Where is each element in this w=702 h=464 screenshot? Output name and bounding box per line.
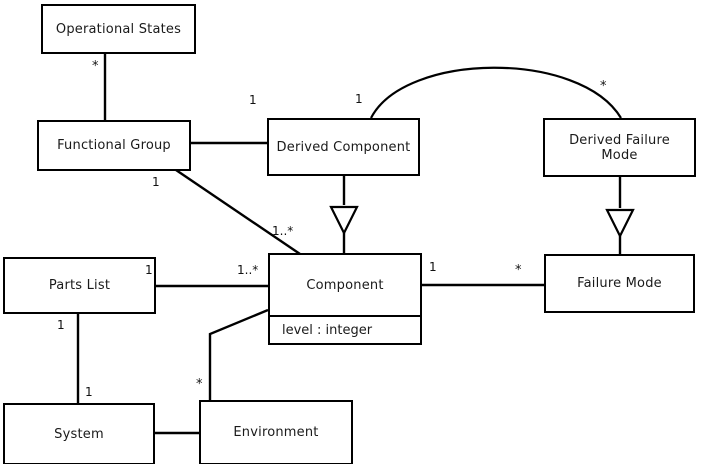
class-box-environment[interactable]: Environment [199, 400, 353, 464]
multiplicity-functional-group-component: 1 [152, 175, 160, 189]
multiplicity-component-failure-mode: 1 [429, 260, 437, 274]
generalization-triangle-failure-mode [605, 208, 635, 239]
class-name-operational-states: Operational States [55, 21, 182, 37]
class-box-operational-states[interactable]: Operational States [41, 4, 196, 54]
multiplicity-derived-failure-mode-arc: * [600, 79, 607, 94]
multiplicity-operational-states-functional-group: * [92, 59, 99, 74]
multiplicity-failure-mode-from-component: * [515, 263, 522, 278]
class-name-derived-component: Derived Component [276, 139, 411, 155]
class-box-failure-mode[interactable]: Failure Mode [544, 254, 695, 313]
multiplicity-component-from-parts-list: 1..* [237, 263, 259, 277]
class-name-system: System [54, 426, 104, 442]
class-name-functional-group: Functional Group [57, 138, 171, 153]
multiplicity-system-parts-list: 1 [85, 385, 93, 399]
edge-environment-to-component [208, 308, 269, 400]
class-attribute-component-level: level : integer [270, 315, 420, 343]
class-box-component[interactable]: Component level : integer [268, 253, 422, 345]
generalization-triangle-component [329, 205, 359, 236]
multiplicity-functional-group-derived-component: 1 [249, 93, 257, 107]
multiplicity-derived-component-arc: 1 [355, 92, 363, 106]
class-box-derived-failure-mode[interactable]: Derived Failure Mode [543, 118, 696, 177]
multiplicity-component-from-functional-group: 1..* [272, 224, 294, 238]
edge-functional-group-to-component [175, 169, 301, 255]
class-box-functional-group[interactable]: Functional Group [37, 120, 191, 171]
class-name-derived-failure-mode: Derived Failure Mode [569, 132, 670, 163]
multiplicity-parts-list-component: 1 [145, 263, 153, 277]
class-box-system[interactable]: System [3, 403, 155, 464]
multiplicity-environment-component: * [196, 377, 203, 392]
multiplicity-parts-list-system: 1 [57, 318, 65, 332]
class-box-derived-component[interactable]: Derived Component [267, 118, 420, 176]
class-box-parts-list[interactable]: Parts List [3, 257, 156, 314]
class-name-failure-mode: Failure Mode [577, 276, 662, 291]
class-name-parts-list: Parts List [48, 278, 111, 293]
class-name-environment: Environment [233, 425, 319, 440]
edge-derived-component-to-derived-failure-mode [370, 66, 622, 119]
class-name-component: Component [306, 277, 384, 293]
